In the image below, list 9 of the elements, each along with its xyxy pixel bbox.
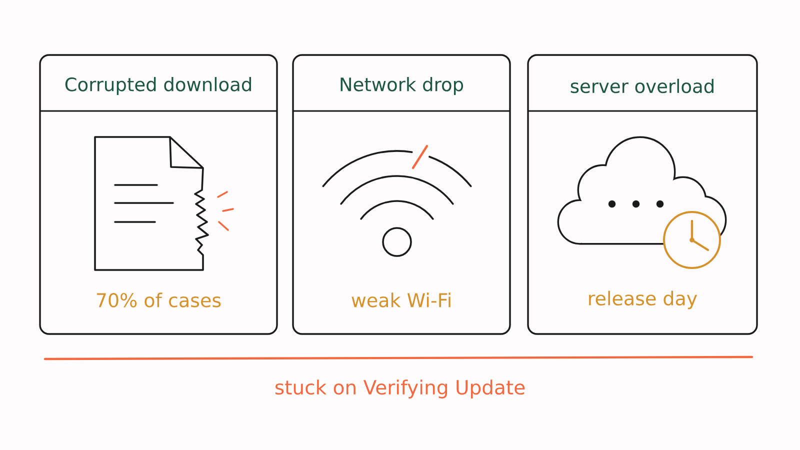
panel [39,54,278,335]
panel-heading: Network drop [340,77,464,95]
panel-heading: server overload [570,78,714,94]
panel-label: weak Wi-Fi [352,292,450,308]
footer-text: stuck on Verifying Update [275,380,525,398]
panel-label: 70% of cases [96,292,221,308]
panel-heading: Corrupted download [65,77,251,95]
panel-label: release day [589,290,698,310]
panel [292,54,511,335]
